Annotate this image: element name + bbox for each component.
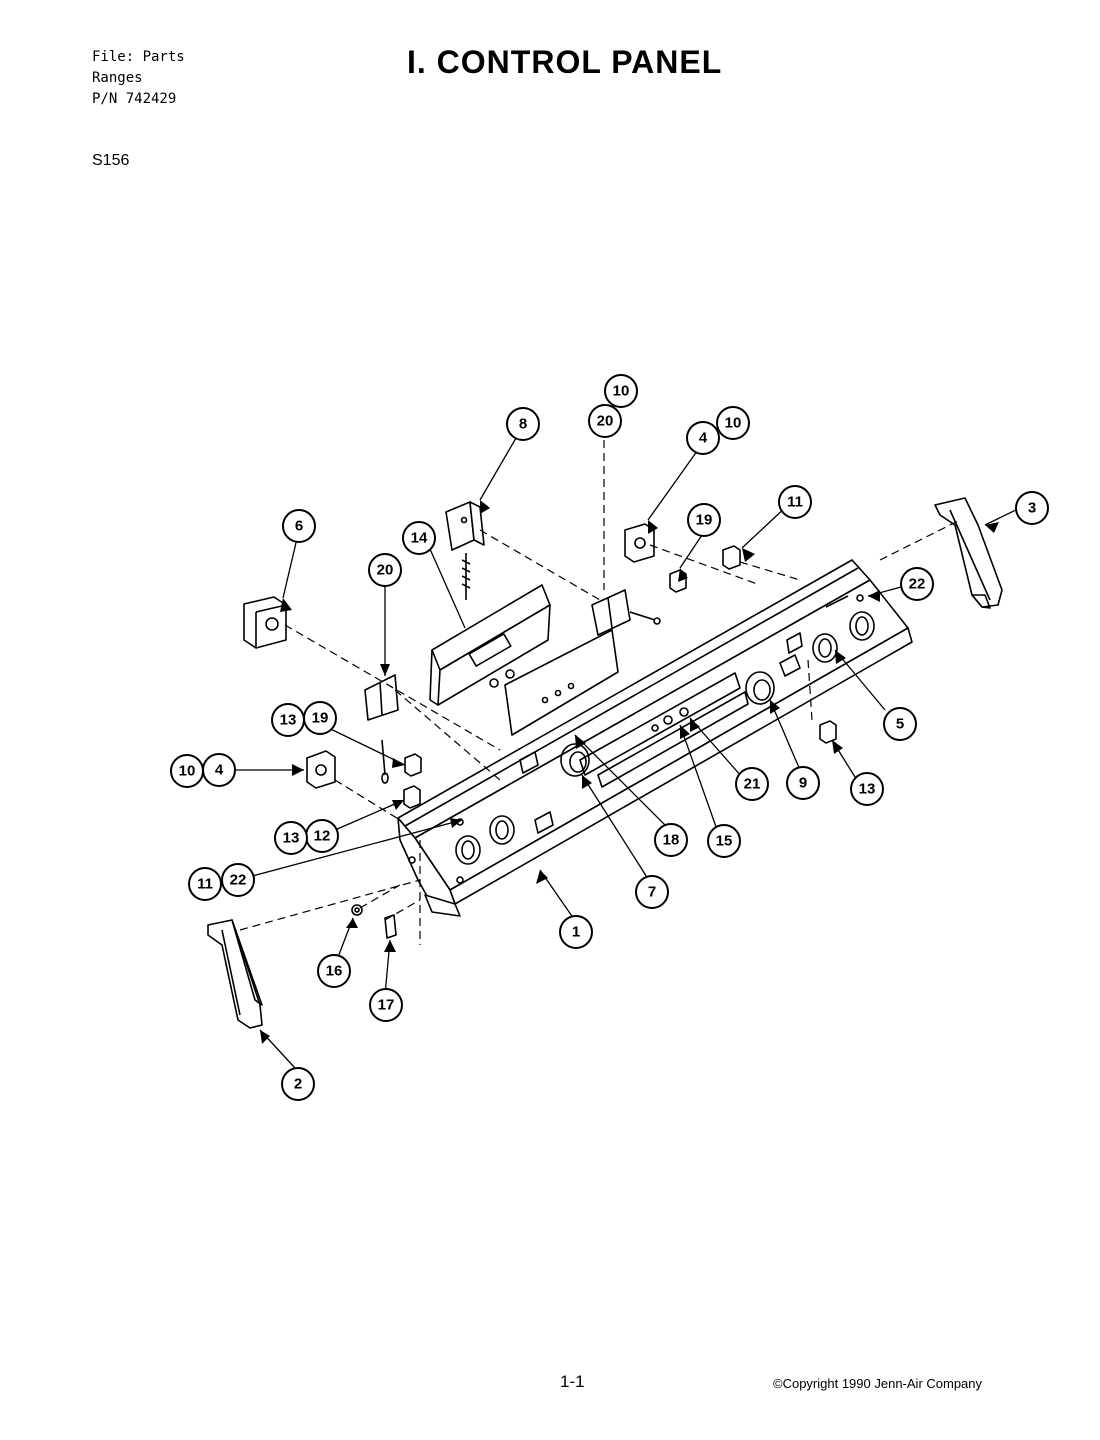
callout-16: 16	[317, 954, 351, 988]
knob-right-1	[812, 633, 838, 663]
callout-22-right: 22	[900, 567, 934, 601]
svg-text:13: 13	[280, 712, 297, 729]
callout-6: 6	[282, 509, 316, 543]
right-end-cap	[934, 497, 1003, 609]
small-part-12	[403, 785, 421, 809]
file-line: File: Parts	[92, 49, 185, 65]
callout-12: 12	[305, 819, 339, 853]
clock-module	[429, 584, 551, 706]
callout-13-right: 13	[850, 772, 884, 806]
svg-text:20: 20	[377, 562, 394, 579]
svg-text:8: 8	[519, 416, 527, 433]
callout-19-top: 19	[687, 503, 721, 537]
knob-left-1	[455, 835, 481, 865]
left-end-cap	[207, 919, 263, 1029]
svg-text:5: 5	[896, 716, 904, 733]
callout-21: 21	[735, 767, 769, 801]
svg-text:12: 12	[314, 828, 331, 845]
wire-clip	[381, 739, 389, 784]
svg-text:21: 21	[744, 776, 761, 793]
knob-left-2	[489, 815, 515, 845]
svg-text:14: 14	[411, 530, 428, 547]
svg-text:1: 1	[572, 924, 580, 941]
callout-19-left: 19	[303, 701, 337, 735]
small-part-11-upper	[722, 545, 741, 570]
switch-6	[243, 596, 287, 649]
svg-text:15: 15	[716, 833, 733, 850]
callout-14: 14	[402, 521, 436, 555]
callout-13-b: 13	[274, 821, 308, 855]
svg-text:16: 16	[326, 963, 343, 980]
svg-text:10: 10	[179, 763, 196, 780]
switch-4-upper	[624, 523, 655, 563]
callout-10-right: 10	[716, 406, 750, 440]
callout-5: 5	[883, 707, 917, 741]
control-panel-body	[397, 559, 913, 917]
part-number-line: P/N 742429	[92, 91, 177, 107]
callout-4-top: 4	[686, 421, 720, 455]
switch-4-lower	[306, 750, 336, 789]
svg-text:10: 10	[613, 383, 630, 400]
svg-text:4: 4	[215, 762, 224, 779]
callout-1: 1	[559, 915, 593, 949]
callout-9: 9	[786, 766, 820, 800]
svg-text:3: 3	[1028, 500, 1036, 517]
svg-text:6: 6	[295, 518, 303, 535]
svg-text:22: 22	[909, 576, 926, 593]
svg-text:13: 13	[859, 781, 876, 798]
svg-text:19: 19	[312, 710, 329, 727]
callout-3: 3	[1015, 491, 1049, 525]
knob-right-2	[849, 611, 875, 641]
small-part-13-right	[819, 720, 837, 744]
callout-15: 15	[707, 824, 741, 858]
small-part-19-lower	[404, 753, 422, 777]
clock-overlay	[504, 629, 619, 736]
callout-2: 2	[281, 1067, 315, 1101]
svg-text:9: 9	[799, 775, 807, 792]
svg-text:2: 2	[294, 1076, 302, 1093]
knob-center	[560, 743, 590, 777]
svg-text:13: 13	[283, 830, 300, 847]
copyright-notice: ©Copyright 1990 Jenn-Air Company	[773, 1376, 983, 1391]
page-title: I. CONTROL PANEL	[407, 44, 723, 80]
callout-7: 7	[635, 875, 669, 909]
svg-text:11: 11	[787, 494, 803, 511]
svg-text:19: 19	[696, 512, 713, 529]
page-number: 1-1	[560, 1372, 585, 1391]
callout-11-left: 11	[188, 867, 222, 901]
callout-4-left: 4	[202, 753, 236, 787]
svg-text:7: 7	[648, 884, 656, 901]
svg-text:4: 4	[699, 430, 708, 447]
knob-right-center	[745, 671, 775, 705]
clock-bracket	[445, 501, 485, 600]
svg-text:18: 18	[663, 832, 680, 849]
callout-10-top: 10	[604, 374, 638, 408]
category-line: Ranges	[92, 70, 143, 86]
svg-text:22: 22	[230, 872, 247, 889]
screw-16	[351, 904, 363, 916]
svg-text:20: 20	[597, 413, 614, 430]
callout-10-left: 10	[170, 754, 204, 788]
callout-18: 18	[654, 823, 688, 857]
svg-text:10: 10	[725, 415, 742, 432]
mounting-bracket-right	[591, 589, 661, 636]
callout-20-left: 20	[368, 553, 402, 587]
callout-22-left: 22	[221, 863, 255, 897]
svg-text:11: 11	[197, 876, 213, 893]
callout-20-top: 20	[588, 404, 622, 438]
svg-text:17: 17	[378, 997, 395, 1014]
callout-8: 8	[506, 407, 540, 441]
callout-11-top: 11	[778, 485, 812, 519]
callout-13-a: 13	[271, 703, 305, 737]
model-number: S156	[92, 152, 130, 169]
callout-17: 17	[369, 988, 403, 1022]
